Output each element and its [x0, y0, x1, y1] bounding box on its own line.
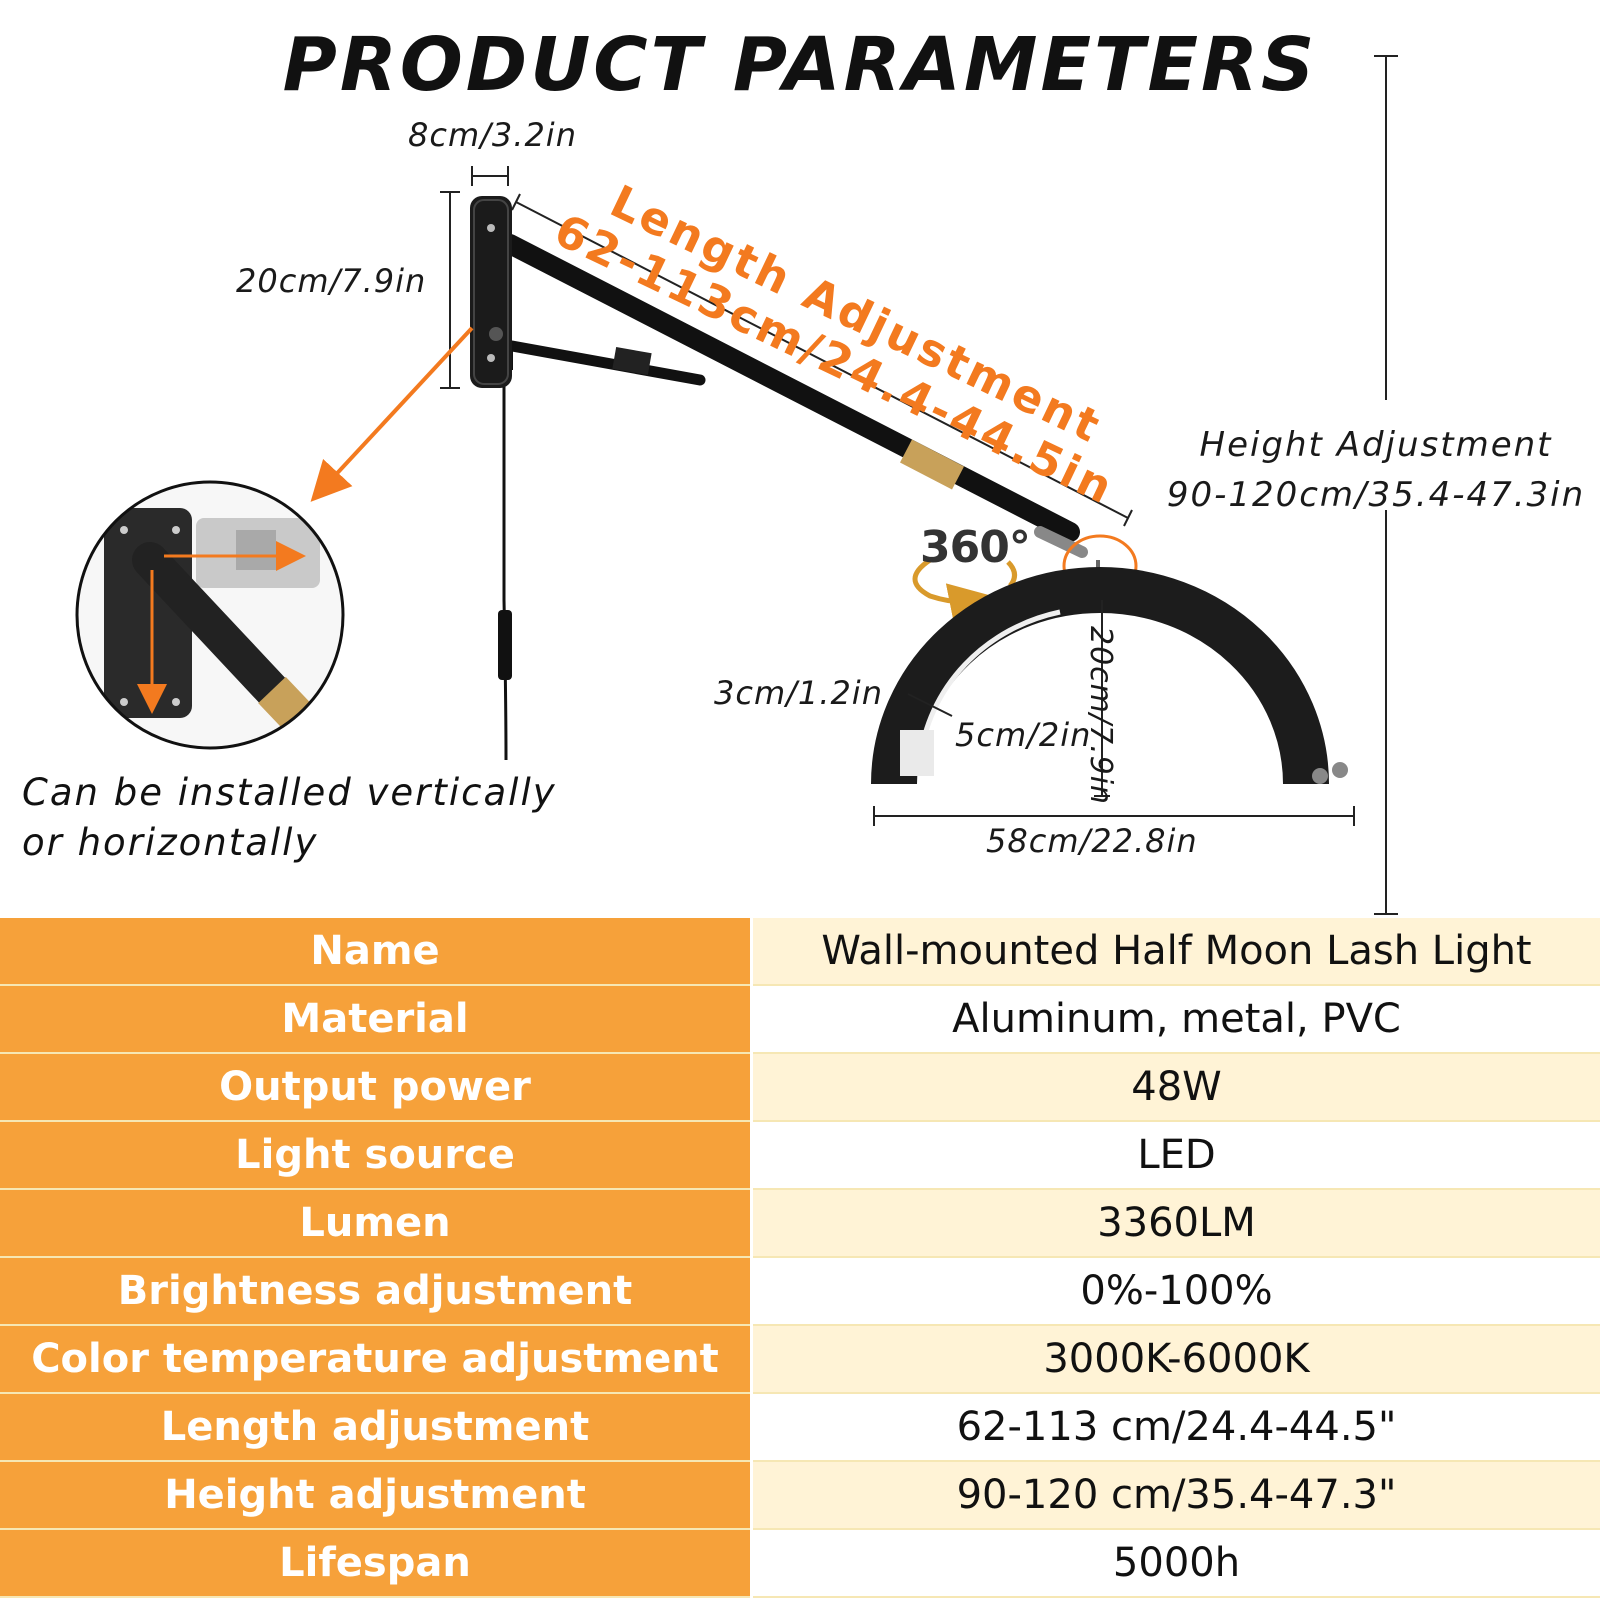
spec-name: Material	[0, 985, 753, 1054]
spec-name: Color temperature adjustment	[0, 1325, 753, 1394]
lamp-width-label: 58cm/22.8in	[986, 822, 1198, 860]
spec-value: Wall-mounted Half Moon Lash Light	[751, 918, 1600, 986]
spec-name: Name	[0, 918, 753, 986]
spec-name: Output power	[0, 1053, 753, 1122]
page-title: PRODUCT PARAMETERS	[282, 22, 1318, 108]
spec-name: Light source	[0, 1121, 753, 1190]
swing-arm-icon	[498, 234, 1088, 761]
spec-value: 3360LM	[751, 1189, 1600, 1258]
spec-name: Lifespan	[0, 1529, 753, 1598]
spec-value: 5000h	[751, 1529, 1600, 1598]
product-illustration	[75, 55, 1398, 915]
plate-height-label: 20cm/7.9in	[236, 262, 427, 300]
rotation-label: 360°	[920, 522, 1031, 573]
half-moon-lamp-icon	[871, 560, 1348, 785]
plate-width-label: 8cm/3.2in	[408, 116, 577, 154]
zoom-pointer-arrow	[310, 326, 474, 502]
spec-name: Lumen	[0, 1189, 753, 1258]
spec-value: LED	[751, 1121, 1600, 1190]
install-note-line2: or horizontally	[22, 821, 319, 864]
install-note-line1: Can be installed vertically	[22, 771, 557, 814]
plate-height-dimension	[440, 191, 460, 389]
spec-name: Length adjustment	[0, 1393, 753, 1462]
height-adjustment-title: Height Adjustment	[1199, 425, 1553, 465]
lamp-height-label: 20cm/7.9in	[1083, 626, 1118, 806]
lamp-face-width-label: 5cm/2in	[955, 716, 1092, 754]
spec-value: 48W	[751, 1053, 1600, 1122]
spec-name: Height adjustment	[0, 1461, 753, 1530]
install-note: Can be installed vertically or horizonta…	[22, 768, 557, 868]
spec-value: 0%-100%	[751, 1257, 1600, 1326]
height-adjustment-label: Height Adjustment 90-120cm/35.4-47.3in	[1166, 420, 1586, 520]
spec-value: 62-113 cm/24.4-44.5"	[751, 1393, 1600, 1462]
zoom-circle-icon	[75, 480, 345, 750]
lamp-dimension-lines	[873, 600, 1355, 826]
spec-name: Brightness adjustment	[0, 1257, 753, 1326]
plate-width-dimension	[471, 166, 509, 186]
spec-value: 90-120 cm/35.4-47.3"	[751, 1461, 1600, 1530]
lamp-thickness-label: 3cm/1.2in	[714, 674, 883, 712]
spec-value: 3000K-6000K	[751, 1325, 1600, 1394]
length-dimension-line	[511, 193, 1133, 527]
height-adjustment-value: 90-120cm/35.4-47.3in	[1166, 475, 1586, 515]
wall-plate-icon	[470, 196, 512, 388]
spec-value: Aluminum, metal, PVC	[751, 985, 1600, 1054]
height-dimension-line	[1374, 55, 1398, 915]
